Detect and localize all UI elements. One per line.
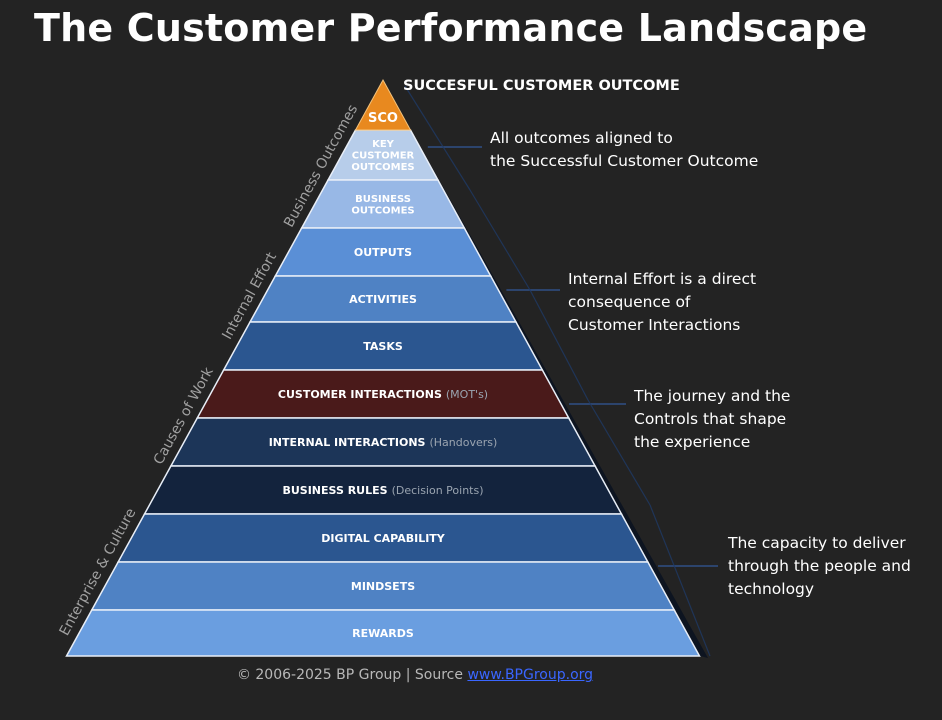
layer-band	[65, 609, 701, 657]
apex-triangle	[354, 78, 412, 131]
footer-text: © 2006-2025 BP Group | Source	[236, 667, 468, 683]
annotation-line: the experience	[634, 433, 751, 451]
annotation-outcomes: All outcomes aligned to the Successful C…	[490, 127, 758, 173]
annotation-line: consequence of	[568, 293, 691, 311]
pyramid-layer: OUTPUTS	[274, 227, 492, 277]
edge-guide-line	[529, 289, 589, 401]
pyramid-layer: INTERNAL INTERACTIONS(Handovers)	[169, 417, 597, 467]
pyramid-layer: BUSINESS RULES(Decision Points)	[143, 465, 623, 515]
page-title: The Customer Performance Landscape	[34, 6, 868, 50]
edge-guide-line	[587, 399, 651, 506]
annotation-journey: The journey and the Controls that shape …	[634, 385, 790, 454]
layer-label: INTERNAL INTERACTIONS(Handovers)	[269, 436, 498, 449]
annotation-line: Internal Effort is a direct	[568, 270, 757, 288]
layer-label: ACTIVITIES	[349, 293, 417, 306]
annotation-internal-effort: Internal Effort is a direct consequence …	[568, 268, 756, 337]
pyramid-layer: DIGITAL CAPABILITY	[116, 513, 650, 563]
edge-guide-line	[404, 85, 471, 191]
annotation-line: The journey and the	[634, 387, 791, 405]
footer-link[interactable]: www.BPGroup.org	[467, 667, 594, 683]
layer-label: DIGITAL CAPABILITY	[321, 532, 446, 545]
annotation-line: the Successful Customer Outcome	[490, 152, 759, 170]
edge-guide-line	[469, 189, 531, 291]
layer-label: MINDSETS	[351, 580, 415, 593]
layer-label: OUTPUTS	[354, 246, 412, 259]
layer-label: TASKS	[363, 340, 403, 353]
layer-label: REWARDS	[352, 627, 414, 640]
apex-badge: SCO	[368, 111, 398, 126]
edge-guide-line	[649, 504, 711, 657]
annotation-line: through the people and	[728, 557, 911, 575]
annotation-line: Controls that shape	[634, 410, 787, 428]
annotation-line: technology	[728, 580, 815, 598]
apex-title: SUCCESFUL CUSTOMER OUTCOME	[403, 78, 680, 94]
pyramid-shadow	[383, 80, 708, 658]
layer-label: CUSTOMER INTERACTIONS(MOT's)	[278, 388, 488, 401]
annotation-capacity: The capacity to deliver through the peop…	[728, 532, 911, 601]
annotation-line: The capacity to deliver	[728, 534, 906, 552]
footer: © 2006-2025 BP Group | Source www.BPGrou…	[0, 667, 830, 683]
pyramid-layer: REWARDS	[65, 609, 701, 657]
annotation-line: Customer Interactions	[568, 316, 741, 334]
pyramid-layer: CUSTOMER INTERACTIONS(MOT's)	[196, 369, 570, 419]
layer-label: BUSINESS RULES(Decision Points)	[282, 484, 483, 497]
pyramid-layer: MINDSETS	[90, 561, 676, 611]
annotation-line: All outcomes aligned to	[490, 129, 673, 147]
pyramid-layer: ACTIVITIES	[248, 275, 518, 323]
pyramid-layer: TASKS	[222, 321, 544, 371]
